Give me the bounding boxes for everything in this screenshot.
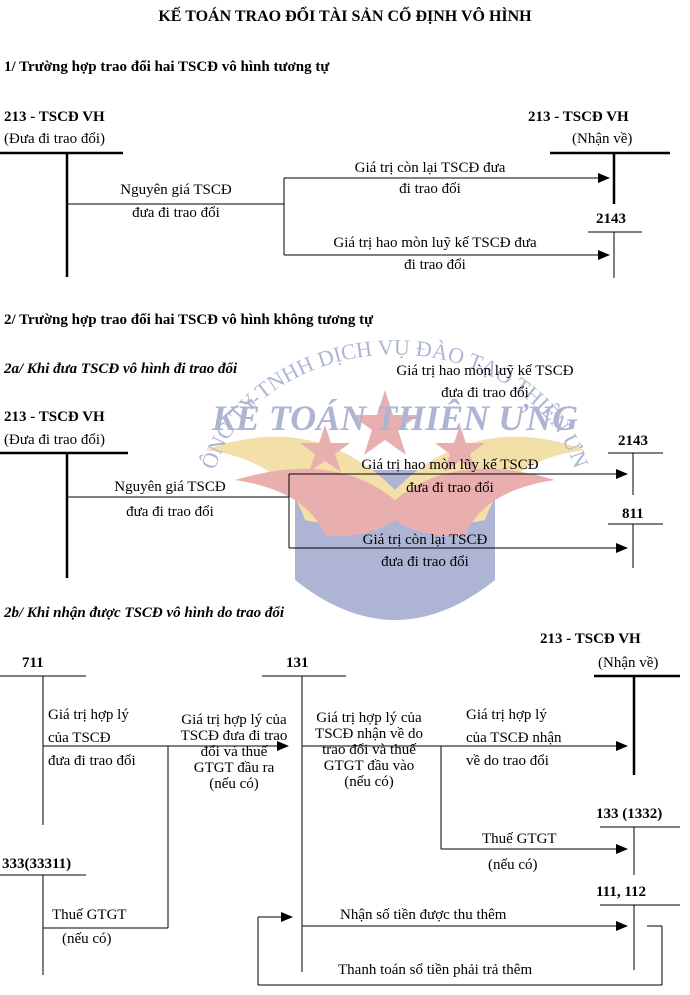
s2a-flow-main-line2: đưa đi trao đổi <box>126 504 214 520</box>
s1-account-2143: 2143 <box>596 211 626 227</box>
s1-flow-bottom-line1: Giá trị hao mòn luỹ kế TSCĐ đưa <box>333 235 537 251</box>
s2a-flow-top-line2: đưa đi trao đổi <box>406 480 494 496</box>
s1-flow-top-line1: Giá trị còn lại TSCĐ đưa <box>354 160 506 176</box>
s1-flow-top-line2: đi trao đổi <box>399 181 461 197</box>
s2a-flow-main-line1: Nguyên giá TSCĐ <box>114 479 226 495</box>
s1-account-213-right-note: (Nhận về) <box>572 131 633 147</box>
s1-account-213-right: 213 - TSCĐ VH <box>528 109 629 125</box>
s2b-text-711-line1: Giá trị hợp lý <box>48 707 129 723</box>
wings-icon <box>205 436 585 536</box>
watermark-logo: CÔNG TY TNHH DỊCH VỤ ĐÀO TẠO THIÊN ƯNG K… <box>195 330 594 620</box>
s2b-flow-711-to-131: Giá trị hợp lý của TSCĐ đưa đi trao đổi … <box>180 712 288 792</box>
s2a-flow-top-line1: Giá trị hao mòn lũy kế TSCĐ <box>361 457 539 473</box>
s2b-flow-333-line2: (nếu có) <box>62 931 112 947</box>
section1-heading: 1/ Trường hợp trao đổi hai TSCĐ vô hình … <box>4 59 330 75</box>
s2a-account-213: 213 - TSCĐ VH <box>4 409 105 425</box>
s2b-account-131: 131 <box>286 655 309 671</box>
s2b-text-711-line3: đưa đi trao đổi <box>48 753 136 769</box>
s2b-account-133: 133 (1332) <box>596 806 663 822</box>
s2b-flow-to-133-line2: (nếu có) <box>488 857 538 873</box>
s2b-flow-333-line1: Thuế GTGT <box>52 907 127 923</box>
s2a-note-top-line1: Giá trị hao mòn luỹ kế TSCĐ <box>396 363 574 379</box>
s2b-account-213-note: (Nhận về) <box>598 655 659 671</box>
shield-icon <box>295 470 495 620</box>
s2b-flow-to-133-line1: Thuế GTGT <box>482 831 557 847</box>
section2a-heading: 2a/ Khi đưa TSCĐ vô hình đi trao đổi <box>4 361 238 377</box>
s2b-text-711-line2: của TSCĐ <box>48 730 111 746</box>
s2a-flow-bottom-line2: đưa đi trao đổi <box>381 554 469 570</box>
page-title: KẾ TOÁN TRAO ĐỔI TÀI SẢN CỐ ĐỊNH VÔ HÌNH <box>158 8 532 25</box>
s1-account-213-left: 213 - TSCĐ VH <box>4 109 105 125</box>
s2b-account-111-112: 111, 112 <box>596 884 647 900</box>
s2b-flow-to-213-line2: của TSCĐ nhận <box>466 730 562 746</box>
s2b-flow-pay: Thanh toán số tiền phải trả thêm <box>338 962 533 978</box>
s2b-account-333: 333(33311) <box>2 856 72 872</box>
watermark-brand: KẾ TOÁN THIÊN ƯNG <box>211 398 578 438</box>
s2a-note-top-line2: đưa đi trao đổi <box>441 385 529 401</box>
s2b-flow-to-213-line1: Giá trị hợp lý <box>466 707 547 723</box>
s2b-flow-to-213-line3: về do trao đổi <box>466 753 549 769</box>
s1-flow-main-line2: đưa đi trao đổi <box>132 205 220 221</box>
s2a-account-2143: 2143 <box>618 433 648 449</box>
s2a-account-213-note: (Đưa đi trao đổi) <box>4 432 106 448</box>
s2b-account-711: 711 <box>22 655 44 671</box>
s2a-account-811: 811 <box>622 506 644 522</box>
section2-heading: 2/ Trường hợp trao đổi hai TSCĐ vô hình … <box>4 312 374 328</box>
s1-flow-main-line1: Nguyên giá TSCĐ <box>120 182 232 198</box>
s2b-text-131: Giá trị hợp lý của TSCĐ nhận về do trao … <box>315 710 423 790</box>
star-icon <box>300 390 485 472</box>
s1-account-213-left-note: (Đưa đi trao đổi) <box>4 131 106 147</box>
s2b-account-213: 213 - TSCĐ VH <box>540 631 641 647</box>
s2b-flow-receive: Nhận số tiền được thu thêm <box>340 907 507 923</box>
s2a-flow-bottom-line1: Giá trị còn lại TSCĐ <box>362 532 488 548</box>
s1-flow-bottom-line2: đi trao đổi <box>404 257 466 273</box>
section2b-heading: 2b/ Khi nhận được TSCĐ vô hình do trao đ… <box>4 605 285 621</box>
